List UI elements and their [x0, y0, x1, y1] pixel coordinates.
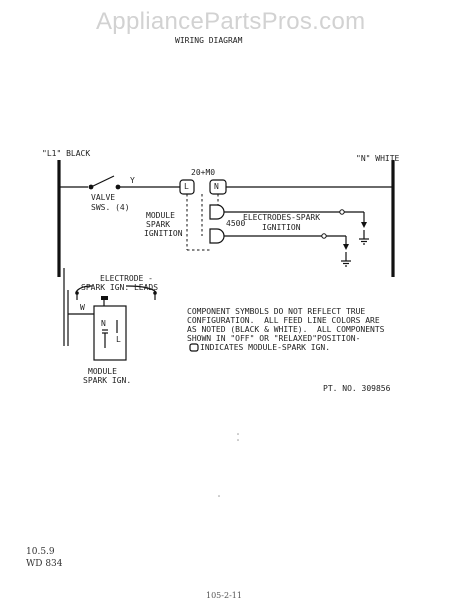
valve-sws-label: SWS. (4)	[91, 203, 130, 212]
inset-spark-ign-label: SPARK IGN.	[83, 376, 132, 385]
l1-black-label: "L1" BLACK	[42, 149, 91, 158]
inset-electrode-label: ELECTRODE -	[100, 274, 153, 283]
inset-n-label: N	[101, 319, 106, 328]
terminal-l-label: L	[184, 182, 189, 191]
footer-code-1: 10.5.9	[26, 547, 55, 557]
module-label-1: MODULE	[146, 211, 175, 220]
module-label-3: IGNITION	[144, 229, 183, 238]
inset-spark-leads-label: SPARK IGN. LEADS	[81, 283, 159, 292]
diagram-title: WIRING DIAGRAM	[175, 36, 243, 45]
electrodes-label: ELECTRODES-SPARK	[243, 213, 321, 222]
inset-lead-curve-left	[75, 285, 93, 293]
electrode-tip-lower	[343, 244, 349, 250]
electrode-tip-upper	[361, 222, 367, 228]
valve-label: VALVE	[91, 193, 116, 202]
inset-w-label: W	[80, 303, 85, 312]
module-symbol-indicator	[189, 343, 199, 352]
note-line-3: AS NOTED (BLACK & WHITE). ALL COMPONENTS	[187, 325, 385, 334]
spark-connector-upper	[209, 204, 225, 220]
terminal-n-label: N	[214, 182, 219, 191]
note-line-1: COMPONENT SYMBOLS DO NOT REFLECT TRUE	[187, 307, 366, 316]
part-number: PT. NO. 309856	[323, 384, 391, 393]
note-line-5: INDICATES MODULE-SPARK IGN.	[200, 343, 331, 352]
value-4500-label: 4500	[226, 219, 246, 228]
inset-module-box	[93, 305, 127, 361]
valve-switch-contact-right	[115, 184, 121, 190]
terminal-top-label: 20+M0	[191, 168, 216, 177]
bottom-handwriting: 105-2-11	[206, 591, 242, 600]
inset-l-label: L	[116, 335, 121, 344]
spark-connector-lower	[209, 228, 225, 244]
note-line-4: SHOWN IN "OFF" OR "RELAXED"POSITION-	[187, 334, 361, 343]
inset-lead-curve-right	[125, 285, 157, 293]
watermark: AppliancePartsPros.com	[96, 8, 366, 35]
inset-module-label: MODULE	[88, 367, 117, 376]
ignition-label: IGNITION	[262, 223, 301, 232]
y-label: Y	[130, 176, 135, 185]
footer-code-2: WD 834	[26, 559, 63, 569]
n-white-label: "N" WHITE	[356, 154, 400, 163]
valve-switch-blade	[90, 175, 115, 188]
module-label-2: SPARK	[146, 220, 171, 229]
note-line-2: CONFIGURATION. ALL FEED LINE COLORS ARE	[187, 316, 380, 325]
